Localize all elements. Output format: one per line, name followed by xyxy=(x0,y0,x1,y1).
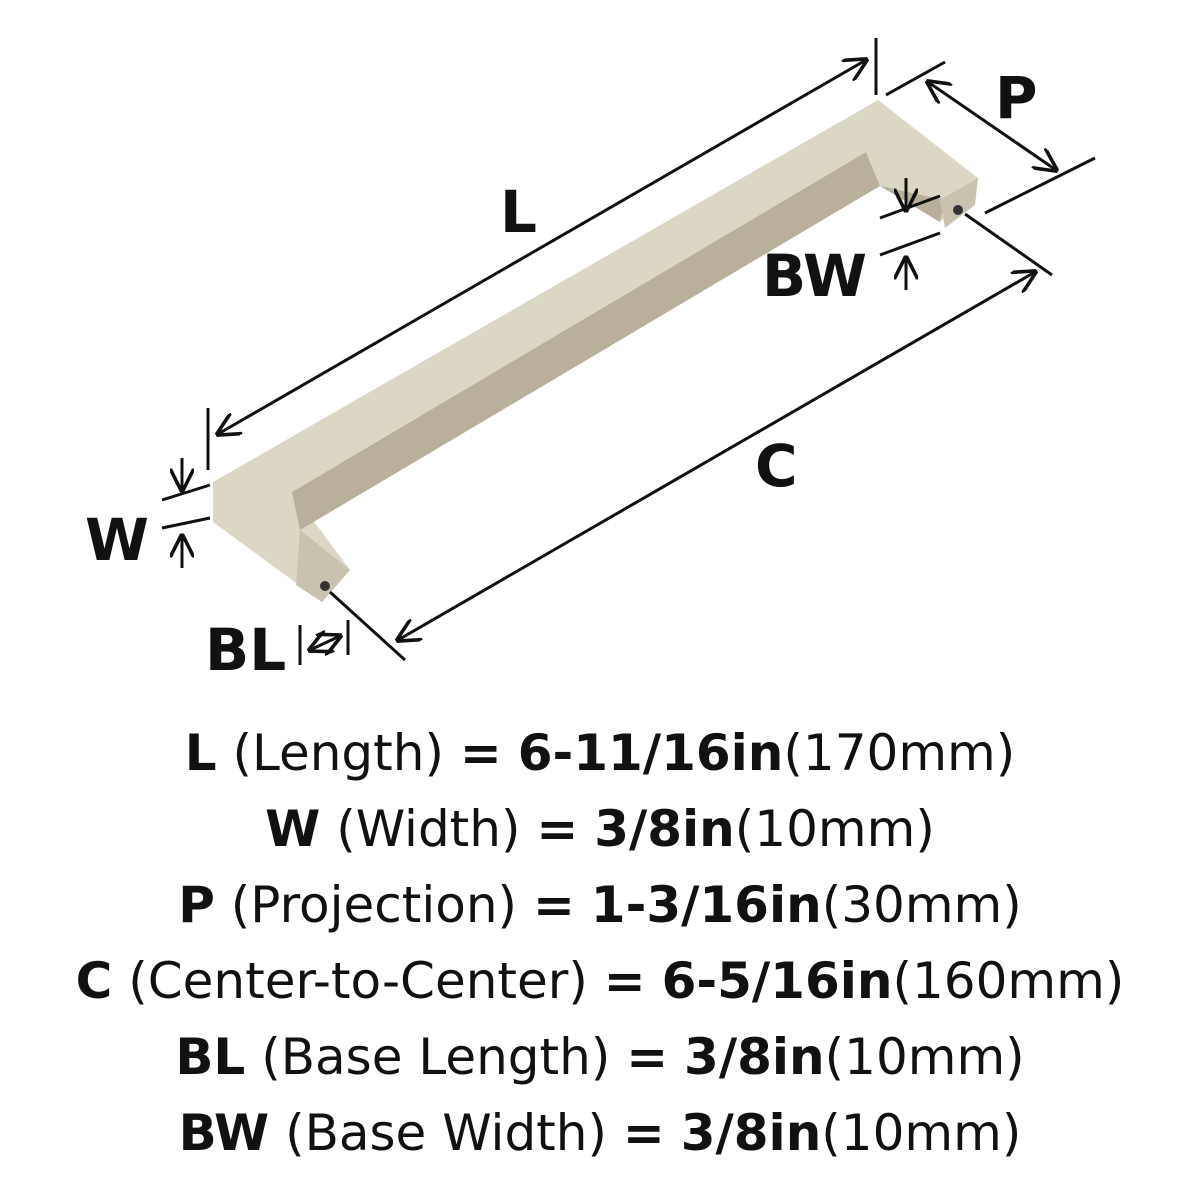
label-BW: BW xyxy=(762,242,867,310)
spec-row: W (Width) = 3/8in(10mm) xyxy=(0,791,1200,867)
spec-equals: = xyxy=(532,876,575,934)
spec-list: L (Length) = 6-11/16in(170mm)W (Width) =… xyxy=(0,715,1200,1171)
right-screw-hole xyxy=(953,205,963,215)
spec-row: BW (Base Width) = 3/8in(10mm) xyxy=(0,1095,1200,1171)
spec-row: P (Projection) = 1-3/16in(30mm) xyxy=(0,867,1200,943)
spec-metric: (170mm) xyxy=(783,724,1016,782)
left-post-end xyxy=(296,530,350,602)
spec-name: (Length) xyxy=(232,724,444,782)
left-screw-hole xyxy=(320,581,330,591)
length-arrow xyxy=(218,60,866,434)
spec-key: BW xyxy=(178,1104,270,1162)
spec-name: (Width) xyxy=(336,800,521,858)
spec-imperial: 3/8in xyxy=(594,800,735,858)
spec-name: (Base Width) xyxy=(285,1104,607,1162)
label-P: P xyxy=(995,64,1038,132)
spec-imperial: 3/8in xyxy=(680,1104,822,1162)
spec-equals: = xyxy=(622,1104,665,1162)
spec-metric: (10mm) xyxy=(821,1104,1022,1162)
spec-key: W xyxy=(265,800,321,858)
dimension-lines xyxy=(161,38,1096,665)
spec-metric: (30mm) xyxy=(821,876,1022,934)
spec-equals: = xyxy=(603,952,646,1010)
bar-inner-face xyxy=(292,152,945,530)
spec-equals: = xyxy=(459,724,502,782)
spec-imperial: 3/8in xyxy=(684,1028,825,1086)
spec-name: (Base Length) xyxy=(261,1028,611,1086)
spec-row: L (Length) = 6-11/16in(170mm) xyxy=(0,715,1200,791)
spec-imperial: 1-3/16in xyxy=(590,876,822,934)
label-W: W xyxy=(85,506,149,574)
spec-equals: = xyxy=(536,800,579,858)
center-arrow xyxy=(398,272,1035,640)
label-L: L xyxy=(500,178,537,246)
spec-equals: = xyxy=(626,1028,669,1086)
spec-key: P xyxy=(178,876,215,934)
spec-metric: (10mm) xyxy=(824,1028,1025,1086)
spec-key: L xyxy=(184,724,217,782)
spec-name: (Projection) xyxy=(230,876,518,934)
spec-metric: (10mm) xyxy=(734,800,935,858)
handle-drawing: L P BW C W BL xyxy=(85,38,1096,684)
spec-name: (Center-to-Center) xyxy=(128,952,588,1010)
spec-key: C xyxy=(75,952,113,1010)
spec-key: BL xyxy=(175,1028,246,1086)
spec-imperial: 6-11/16in xyxy=(517,724,784,782)
spec-metric: (160mm) xyxy=(892,952,1125,1010)
bar-top-face xyxy=(213,100,978,602)
spec-row: C (Center-to-Center) = 6-5/16in(160mm) xyxy=(0,943,1200,1019)
label-C: C xyxy=(755,432,798,500)
label-BL: BL xyxy=(205,616,286,684)
spec-imperial: 6-5/16in xyxy=(661,952,893,1010)
spec-row: BL (Base Length) = 3/8in(10mm) xyxy=(0,1019,1200,1095)
projection-arrow xyxy=(928,82,1056,170)
right-post-end xyxy=(940,178,978,228)
